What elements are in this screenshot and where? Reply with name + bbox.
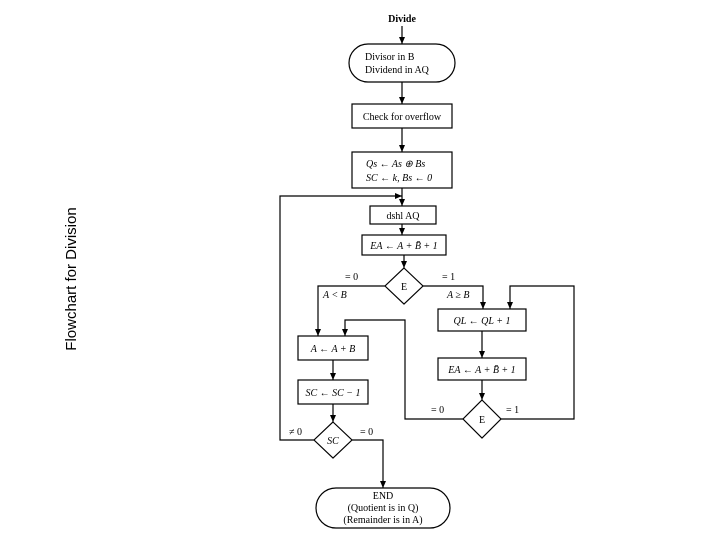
add-complement-label-1: EA ← A + B̄ + 1 [369,240,437,252]
end-line3: (Remainder is in A) [343,515,422,526]
start-terminal [348,43,456,83]
ql-increment-label: QL ← QL + 1 [454,316,511,327]
arrow-e2-one-loop [501,285,575,420]
end-terminal [315,487,451,529]
dshl-label: dshl AQ [386,211,420,222]
restore-label: A ← A + B [310,344,356,355]
decision-sc [313,421,353,459]
decision-e-1-label: E [401,282,407,293]
start-line1: Divisor in B [365,52,415,63]
arrow-e1-zero [315,285,385,336]
e1-one-label: = 1 [442,272,455,283]
dshl-box [369,205,437,225]
sign-setup-line2: SC ← k, Bs ← 0 [366,173,432,184]
a-geq-b-label: A ≥ B [446,290,470,301]
divide-title: Divide [388,14,416,25]
start-line2: Dividend in AQ [365,65,430,76]
add-complement-label-2: EA ← A + B̄ + 1 [447,364,515,376]
end-line2: (Quotient is in Q) [348,503,419,514]
decision-e-1 [384,267,424,305]
arrow-sc-nonzero-loop [279,193,402,441]
sc-nonzero-label: ≠ 0 [289,427,302,438]
decision-sc-label: SC [327,436,339,447]
decision-e-2-label: E [479,415,485,426]
sc-decrement-label: SC ← SC − 1 [305,388,360,399]
restore-box [297,335,369,361]
sc-zero-label: = 0 [360,427,373,438]
arrow-sc-zero-end [352,439,386,488]
arrow-e2-zero [342,319,463,420]
sign-setup-box [351,151,453,189]
overflow-check-label: Check for overflow [363,112,442,123]
decision-e-2 [462,399,502,439]
e2-zero-label: = 0 [431,405,444,416]
a-less-b-label: A < B [322,290,347,301]
arrow-e1-one [423,285,486,309]
overflow-check-box [351,103,453,129]
e1-zero-label: = 0 [345,272,358,283]
e2-one-label: = 1 [506,405,519,416]
sign-setup-line1: Qs ← As ⊕ Bs [366,159,425,170]
end-line1: END [373,491,394,502]
